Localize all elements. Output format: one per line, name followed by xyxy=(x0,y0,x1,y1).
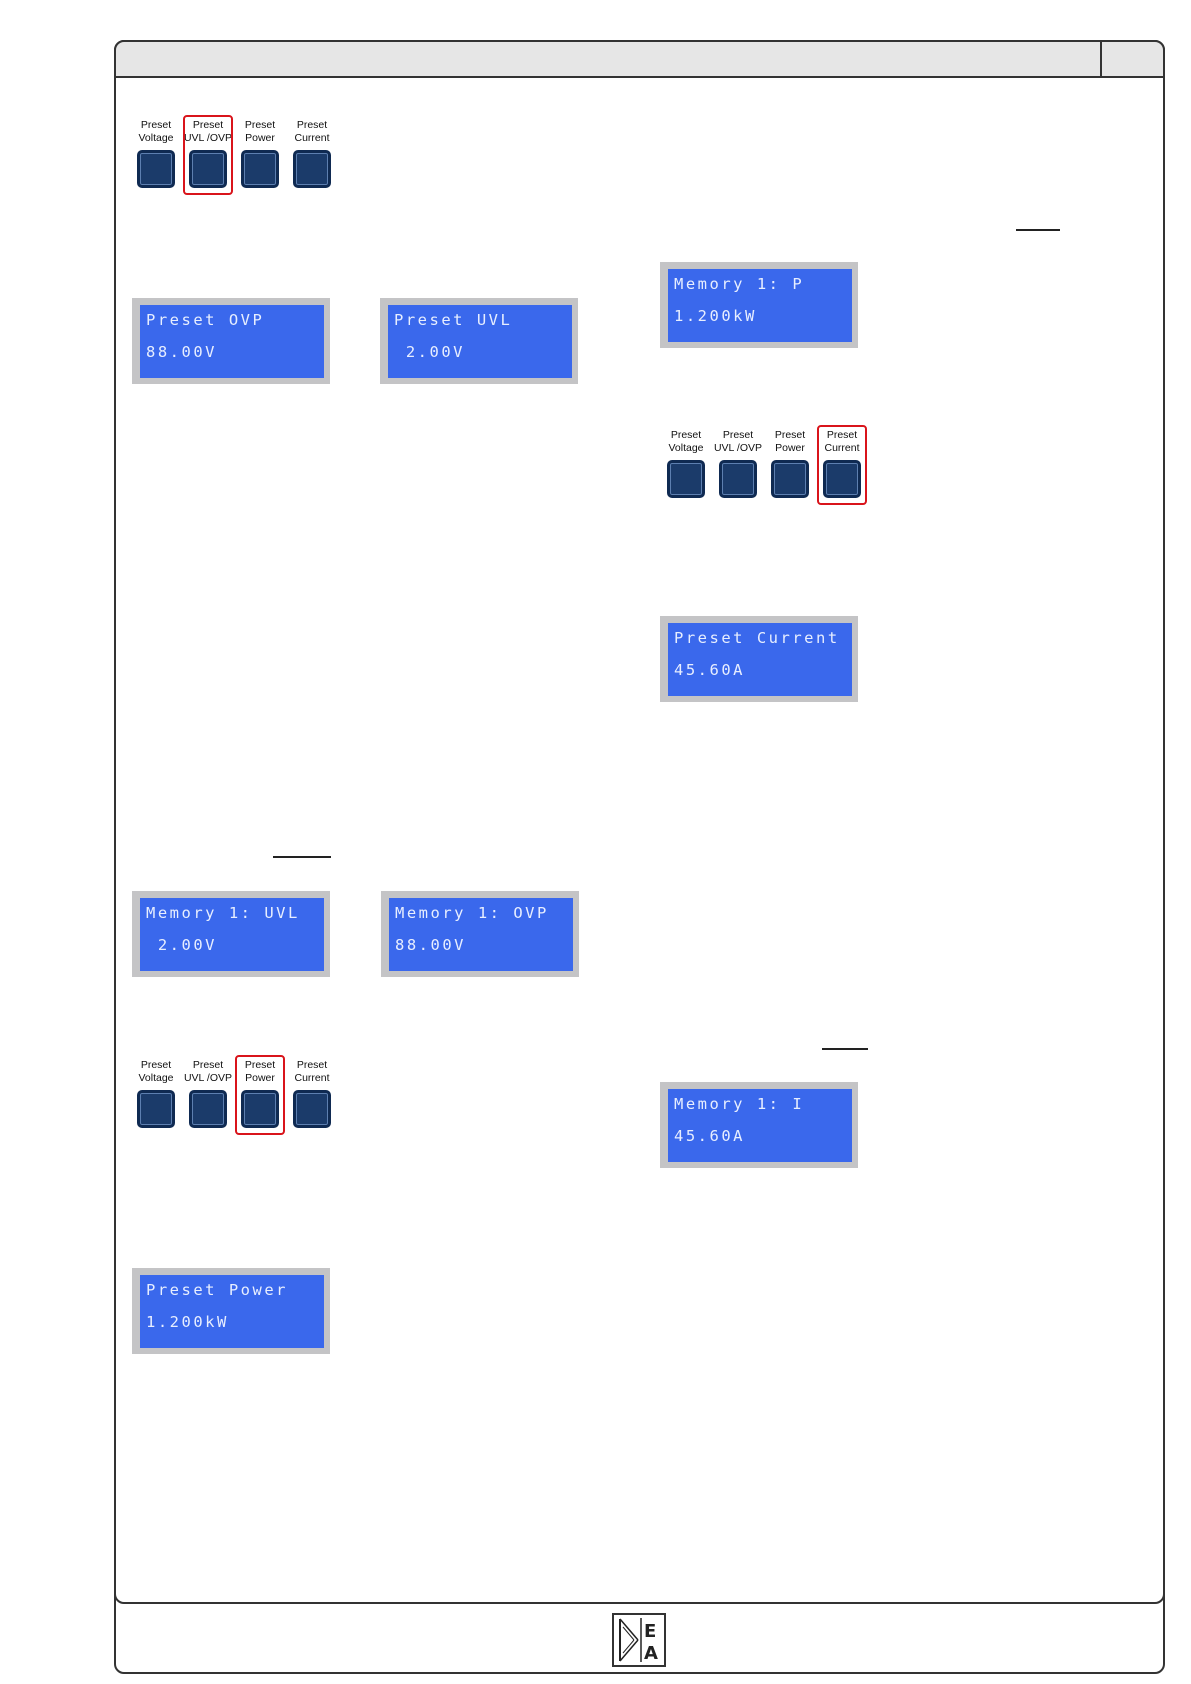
lcd-line-1: Preset UVL xyxy=(394,311,513,329)
lcd-line-1: Memory 1: OVP xyxy=(395,904,549,922)
key-label-line1: Preset xyxy=(140,1059,172,1071)
key-label-line2: Voltage xyxy=(138,132,174,144)
logo-letter-a: A xyxy=(644,1643,658,1664)
key-label-line2: Power xyxy=(245,1072,275,1084)
preset-power-button[interactable] xyxy=(771,460,809,498)
preset-power-button[interactable] xyxy=(241,1090,279,1128)
lcd-line-2: 2.00V xyxy=(146,936,217,954)
key-label-line1: Preset xyxy=(192,119,224,131)
key-label-line2: Voltage xyxy=(138,1072,174,1084)
preset-current-button[interactable] xyxy=(823,460,861,498)
key-label-line1: Preset xyxy=(296,119,328,131)
key-label-line2: Voltage xyxy=(668,442,704,454)
underline-marker xyxy=(273,856,331,858)
lcd-line-2: 1.200kW xyxy=(674,307,757,325)
key-label-line1: Preset xyxy=(244,119,276,131)
key-label-line2: Power xyxy=(245,132,275,144)
key-label-line2: Current xyxy=(294,1072,330,1084)
key-label-line1: Preset xyxy=(192,1059,224,1071)
lcd-line-2: 88.00V xyxy=(395,936,466,954)
lcd-line-2: 45.60A xyxy=(674,661,745,679)
key-label-line1: Preset xyxy=(296,1059,328,1071)
lcd-line-1: Memory 1: I xyxy=(674,1095,805,1113)
preset-power-button[interactable] xyxy=(241,150,279,188)
preset-voltage-button[interactable] xyxy=(137,150,175,188)
header-divider xyxy=(1100,40,1102,78)
lcd-line-1: Preset Current xyxy=(674,629,840,647)
key-label-line2: UVL /OVP xyxy=(713,442,763,454)
key-label-line2: UVL /OVP xyxy=(183,132,233,144)
preset-uvl-ovp-button[interactable] xyxy=(719,460,757,498)
lcd-preset-uvl: Preset UVL 2.00V xyxy=(380,298,578,384)
lcd-line-2: 45.60A xyxy=(674,1127,745,1145)
lcd-memory-uvl: Memory 1: UVL 2.00V xyxy=(132,891,330,977)
preset-current-button[interactable] xyxy=(293,150,331,188)
lcd-memory-ovp: Memory 1: OVP 88.00V xyxy=(381,891,579,977)
key-label-line1: Preset xyxy=(722,429,754,441)
preset-voltage-button[interactable] xyxy=(137,1090,175,1128)
lcd-line-1: Memory 1: P xyxy=(674,275,805,293)
underline-marker xyxy=(1016,229,1060,231)
key-label-line2: Current xyxy=(294,132,330,144)
underline-marker xyxy=(822,1048,868,1050)
key-label-line1: Preset xyxy=(826,429,858,441)
key-label-line2: UVL /OVP xyxy=(183,1072,233,1084)
lcd-line-2: 1.200kW xyxy=(146,1313,229,1331)
lcd-memory-p: Memory 1: P 1.200kW xyxy=(660,262,858,348)
key-label-line1: Preset xyxy=(140,119,172,131)
preset-voltage-button[interactable] xyxy=(667,460,705,498)
lcd-line-2: 88.00V xyxy=(146,343,217,361)
preset-uvl-ovp-button[interactable] xyxy=(189,1090,227,1128)
lcd-line-1: Preset Power xyxy=(146,1281,288,1299)
lcd-preset-current: Preset Current 45.60A xyxy=(660,616,858,702)
logo-letter-e: E xyxy=(644,1621,656,1642)
lcd-line-2: 2.00V xyxy=(394,343,465,361)
lcd-preset-ovp: Preset OVP 88.00V xyxy=(132,298,330,384)
ea-logo: E A xyxy=(612,1613,666,1667)
lcd-line-1: Preset OVP xyxy=(146,311,265,329)
ea-logo-icon: E A xyxy=(619,1618,658,1664)
preset-uvl-ovp-button[interactable] xyxy=(189,150,227,188)
lcd-memory-i: Memory 1: I 45.60A xyxy=(660,1082,858,1168)
key-label-line1: Preset xyxy=(774,429,806,441)
key-label-line1: Preset xyxy=(670,429,702,441)
preset-current-button[interactable] xyxy=(293,1090,331,1128)
page-header-bar xyxy=(114,40,1165,78)
key-label-line2: Current xyxy=(824,442,860,454)
lcd-preset-power: Preset Power 1.200kW xyxy=(132,1268,330,1354)
key-label-line1: Preset xyxy=(244,1059,276,1071)
key-label-line2: Power xyxy=(775,442,805,454)
lcd-line-1: Memory 1: UVL xyxy=(146,904,300,922)
